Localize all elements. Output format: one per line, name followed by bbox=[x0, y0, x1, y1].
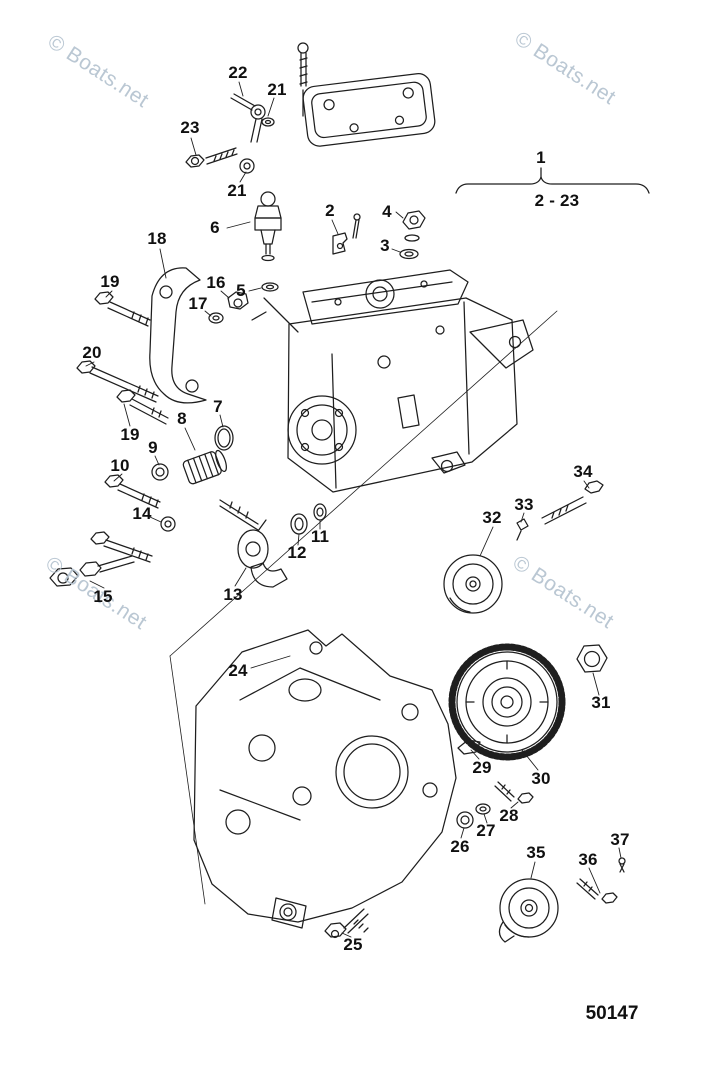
valve-cover bbox=[302, 73, 436, 147]
top-fittings bbox=[332, 210, 426, 260]
solenoid bbox=[254, 191, 299, 333]
callout-8-17: 8 bbox=[177, 409, 187, 428]
callout-11-23: 11 bbox=[310, 527, 330, 546]
callout-15-22: 15 bbox=[93, 587, 113, 606]
mounting-bolts bbox=[76, 291, 169, 509]
callout-1-4: 1 bbox=[536, 148, 546, 167]
mounting-bracket bbox=[193, 629, 457, 929]
callout-23-2: 23 bbox=[180, 118, 200, 137]
callout-4-7: 4 bbox=[382, 202, 392, 221]
callout-22-0: 22 bbox=[228, 63, 248, 82]
cover-screw bbox=[297, 42, 309, 117]
callout-16-12: 16 bbox=[206, 273, 226, 292]
callout-17-13: 17 bbox=[188, 294, 208, 313]
callout-21-1: 21 bbox=[267, 80, 287, 99]
callout-25-36: 25 bbox=[343, 935, 363, 954]
gear-bolt-washers bbox=[456, 781, 534, 829]
callout-20-15: 20 bbox=[82, 343, 102, 362]
callout-33-27: 33 bbox=[514, 495, 534, 514]
callout-12-24: 12 bbox=[287, 543, 307, 562]
callout-37-39: 37 bbox=[610, 830, 630, 849]
callout-19-18: 19 bbox=[120, 425, 140, 444]
callout-36-38: 36 bbox=[578, 850, 598, 869]
support-bracket bbox=[149, 267, 207, 404]
callout-6-9: 6 bbox=[210, 218, 220, 237]
callout-10-20: 10 bbox=[110, 456, 130, 475]
drawing-number: 50147 bbox=[585, 1003, 639, 1024]
callout-18-10: 18 bbox=[147, 229, 167, 248]
fuel-inlet-fitting bbox=[49, 531, 153, 587]
leader-lines bbox=[85, 81, 622, 938]
cap-nut bbox=[208, 291, 267, 324]
overflow-valve bbox=[151, 425, 234, 532]
callout-24-35: 24 bbox=[228, 661, 248, 680]
callout-21-3: 21 bbox=[227, 181, 247, 200]
callout-14-21: 14 bbox=[132, 504, 152, 523]
assembly-brace bbox=[455, 167, 650, 194]
callout-28-32: 28 bbox=[499, 806, 519, 825]
tensioner-pulley bbox=[498, 857, 626, 943]
callout-19-11: 19 bbox=[100, 272, 120, 291]
callout-31-29: 31 bbox=[591, 693, 611, 712]
callout-29-31: 29 bbox=[472, 758, 492, 777]
callout-2-6: 2 bbox=[325, 201, 335, 220]
callout-27-33: 27 bbox=[476, 821, 496, 840]
callout-3-8: 3 bbox=[380, 236, 390, 255]
timing-gear bbox=[448, 643, 608, 761]
callout-32-28: 32 bbox=[482, 508, 502, 527]
callout-7-16: 7 bbox=[213, 397, 223, 416]
callout-9-19: 9 bbox=[148, 438, 158, 457]
callout-2-23-5: 2 - 23 bbox=[534, 191, 580, 210]
bracket-bolt bbox=[324, 908, 369, 939]
injection-pump-body bbox=[287, 269, 534, 493]
callout-34-26: 34 bbox=[573, 462, 593, 481]
callout-26-34: 26 bbox=[450, 837, 470, 856]
callout-13-25: 13 bbox=[223, 585, 243, 604]
construction-lines bbox=[169, 310, 558, 905]
banjo-fittings bbox=[185, 93, 275, 174]
callout-5-14: 5 bbox=[236, 281, 246, 300]
callout-30-30: 30 bbox=[531, 769, 551, 788]
idler-pulley bbox=[443, 480, 604, 614]
callout-35-37: 35 bbox=[526, 843, 546, 862]
